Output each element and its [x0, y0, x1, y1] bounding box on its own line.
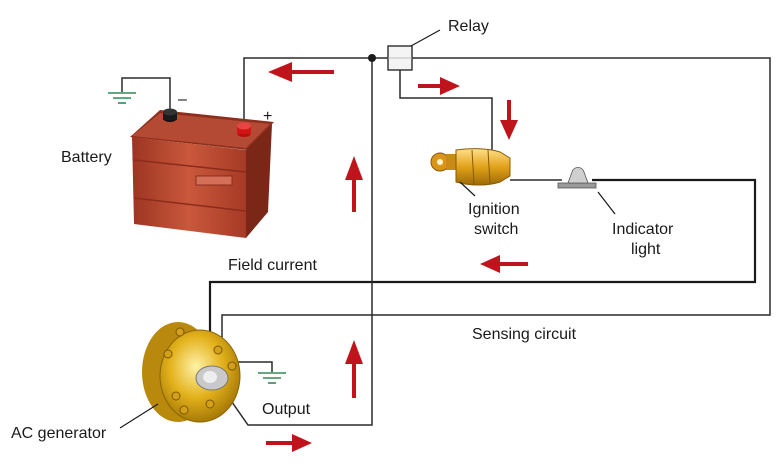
relay-leader-line	[410, 29, 441, 47]
output-wire	[217, 58, 373, 426]
battery-icon	[130, 108, 274, 238]
ignition-switch-icon	[430, 148, 511, 186]
junction-dot	[368, 54, 376, 62]
relay-icon	[387, 45, 413, 71]
indicator-light-icon	[557, 167, 597, 189]
ac-generator-icon	[142, 322, 241, 423]
sensing-circuit-wire	[221, 57, 771, 345]
output-label: Output	[262, 401, 311, 418]
ignition-switch-label-line1: Ignition	[468, 201, 520, 218]
battery-positive-label: +	[263, 108, 272, 125]
arrow-left-top	[268, 62, 334, 82]
battery-ground-icon	[108, 92, 136, 104]
battery-negative-wire	[121, 77, 171, 114]
field-current-wire	[208, 178, 757, 345]
ac-generator-label: AC generator	[11, 425, 107, 442]
arrow-left-field	[480, 255, 528, 273]
relay-label: Relay	[448, 18, 489, 35]
battery-label: Battery	[61, 149, 112, 166]
battery-positive-wire	[243, 57, 388, 126]
indicator-light-label-line2: light	[631, 241, 661, 258]
ignition-switch-label-line2: switch	[474, 221, 518, 238]
arrow-up-output	[345, 340, 363, 398]
generator-ground-icon	[258, 372, 286, 384]
battery-negative-label: –	[178, 91, 187, 108]
field-current-label: Field current	[228, 257, 317, 274]
ac-generator-leader-line	[119, 403, 159, 429]
generator-ground-wire	[238, 361, 273, 372]
arrow-down-ignition	[500, 100, 518, 140]
indicator-light-leader-line	[597, 191, 616, 215]
wiring	[121, 54, 771, 426]
indicator-light-label-line1: Indicator	[612, 221, 674, 238]
sensing-circuit-label: Sensing circuit	[472, 326, 577, 343]
arrow-right-bottom	[266, 434, 312, 452]
relay-to-ignition-wire	[399, 70, 493, 150]
arrow-up-battery-wire	[345, 156, 363, 212]
ignition-switch-leader-line	[459, 181, 476, 197]
arrow-right-relay	[418, 77, 460, 95]
